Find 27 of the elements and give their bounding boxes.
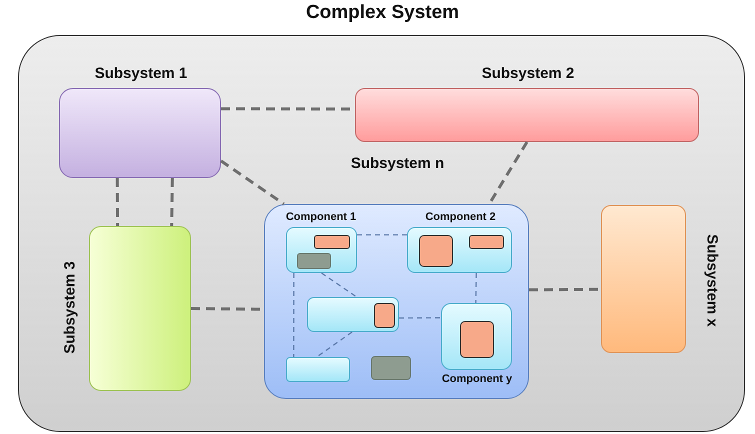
connector-line xyxy=(220,160,285,206)
box-heading: Subsystem x xyxy=(704,233,720,329)
element-box xyxy=(374,303,395,328)
element-box xyxy=(469,235,504,249)
connector-line xyxy=(293,273,294,357)
box-heading: Component y xyxy=(440,373,514,385)
box-heading: Subsystem 3 xyxy=(62,260,78,356)
box-heading: Component 2 xyxy=(424,211,497,223)
connector-line xyxy=(399,317,441,319)
element-box xyxy=(297,253,331,269)
box-heading: Subsystem n xyxy=(350,155,446,172)
connector-line xyxy=(316,332,352,358)
connector-line xyxy=(475,272,477,304)
connector-line xyxy=(321,272,358,298)
box-heading: Subsystem 2 xyxy=(480,65,576,82)
element-box xyxy=(419,235,453,267)
element-box xyxy=(371,356,411,380)
connector-line xyxy=(116,178,120,226)
element-box xyxy=(314,235,350,249)
element-box xyxy=(460,321,494,358)
component-box xyxy=(286,357,350,382)
connector-line xyxy=(170,178,174,226)
panel-heading: Complex System xyxy=(304,2,460,24)
box-heading: Subsystem 1 xyxy=(94,65,188,82)
connector-line xyxy=(357,234,407,236)
box-heading: Component 1 xyxy=(284,211,358,223)
component-box xyxy=(307,297,399,332)
